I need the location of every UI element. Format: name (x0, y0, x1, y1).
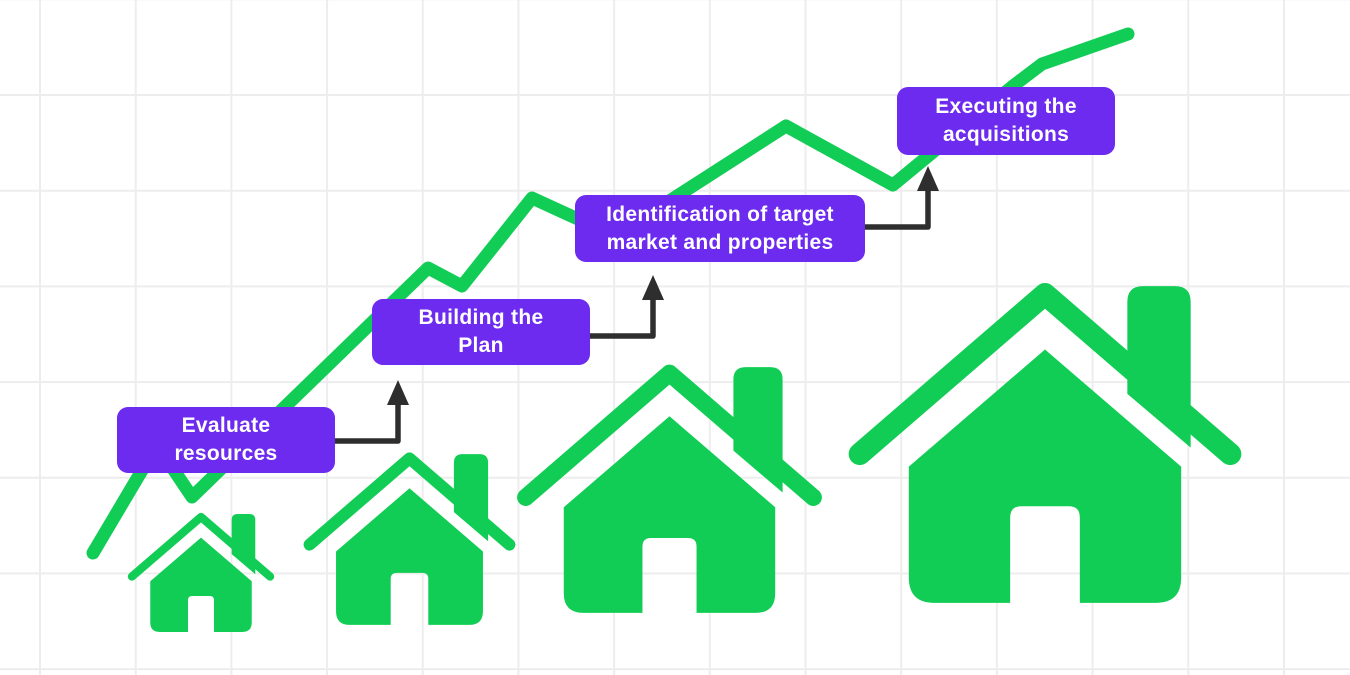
arrow-connector-1 (335, 380, 409, 444)
step-label-building-the-plan: Building the Plan (372, 299, 590, 365)
arrow-connector-3 (865, 166, 939, 230)
house-icon (307, 454, 512, 625)
step-label-identification-target-market: Identification of target market and prop… (575, 195, 865, 262)
step-label-evaluate-resources: Evaluate resources (117, 407, 335, 473)
arrow-line-3 (865, 190, 931, 230)
arrow-line-1 (335, 404, 401, 444)
arrow-head-icon (917, 166, 939, 191)
step-label-text: Building the Plan (418, 306, 544, 357)
arrow-head-icon (387, 380, 409, 405)
step-label-executing-acquisitions: Executing the acquisitions (897, 87, 1115, 155)
house-icon (130, 514, 272, 632)
step-label-text: Executing the acquisitions (935, 95, 1077, 146)
step-label-text: Identification of target market and prop… (606, 202, 834, 254)
arrow-head-icon (642, 275, 664, 300)
arrow-line-2 (590, 299, 656, 339)
step-label-text: Evaluate resources (174, 414, 278, 465)
house-icon (522, 367, 817, 613)
arrow-connector-2 (590, 275, 664, 339)
house-icon (855, 286, 1235, 603)
